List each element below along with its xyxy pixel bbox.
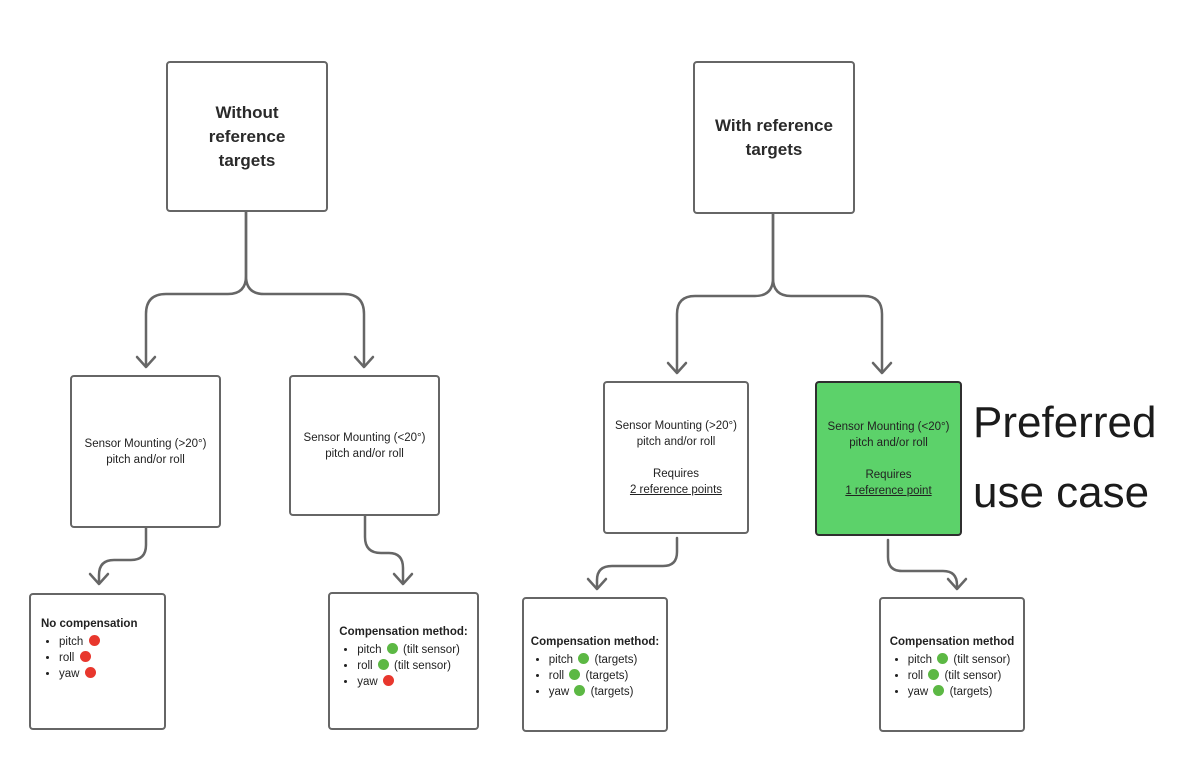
connector-right-root-to-lt20	[771, 212, 884, 374]
right-gt20-requires: Requires	[652, 467, 700, 480]
result-left-compensation-node: Compensation method: pitch (tilt sensor)…	[328, 592, 479, 730]
item-label: yaw	[59, 668, 80, 680]
item-note: (targets)	[949, 686, 993, 698]
item-note: (targets)	[585, 670, 629, 682]
result1-heading: No compensation	[41, 618, 138, 630]
connector-right-lt20-to-result	[886, 538, 959, 590]
right-root-title-line2: targets	[745, 139, 803, 159]
item-label: pitch	[59, 636, 84, 648]
arrowhead-right-result3	[586, 577, 608, 591]
green-status-dot-icon	[928, 669, 940, 680]
green-status-dot-icon	[933, 685, 945, 696]
list-item-pitch: pitch (tilt sensor)	[908, 652, 1015, 668]
list-item-pitch: pitch	[59, 634, 164, 650]
left-gt20-line2: pitch and/or roll	[106, 453, 185, 466]
green-status-dot-icon	[937, 653, 949, 664]
arrowhead-right-result4	[946, 577, 968, 591]
right-lt20-line2: pitch and/or roll	[849, 436, 928, 449]
green-status-dot-icon	[578, 653, 590, 664]
left-lt20-line2: pitch and/or roll	[325, 447, 404, 460]
left-gt20-line1: Sensor Mounting (>20°)	[84, 437, 207, 450]
result-right-targets-node: Compensation method: pitch (targets)roll…	[522, 597, 668, 732]
result3-heading: Compensation method:	[530, 636, 660, 648]
right-lt20-requires: Requires	[865, 468, 912, 481]
list-item-yaw: yaw (targets)	[549, 684, 659, 700]
result2-heading: Compensation method:	[339, 626, 468, 638]
left-root-node: Without reference targets	[166, 61, 328, 212]
item-label: roll	[907, 670, 924, 682]
right-mounting-lt20-node-preferred: Sensor Mounting (<20°) pitch and/or roll…	[815, 381, 962, 536]
annotation-line2: use case	[973, 468, 1150, 517]
list-item-roll: roll (tilt sensor)	[908, 668, 1015, 684]
item-label: yaw	[548, 686, 570, 698]
green-status-dot-icon	[569, 669, 581, 680]
result3-list: pitch (targets)roll (targets)yaw (target…	[531, 652, 659, 700]
result-right-tilt-targets-node: Compensation method pitch (tilt sensor)r…	[879, 597, 1025, 732]
item-note: (tilt sensor)	[953, 654, 1011, 666]
red-status-dot-icon	[84, 667, 96, 678]
left-mounting-gt20-node: Sensor Mounting (>20°) pitch and/or roll	[70, 375, 221, 528]
left-root-title-line2: targets	[218, 150, 276, 170]
item-label: pitch	[357, 644, 382, 656]
result-no-compensation-node: No compensation pitch roll yaw	[29, 593, 166, 730]
item-note: (targets)	[590, 686, 634, 698]
right-root-node: With reference targets	[693, 61, 855, 214]
annotation-line1: Preferred	[973, 398, 1157, 447]
item-label: yaw	[907, 686, 929, 698]
arrowhead-left-gt20	[135, 355, 157, 369]
arrowhead-right-lt20	[871, 361, 893, 375]
list-item-pitch: pitch (targets)	[549, 652, 659, 668]
connector-right-root-to-gt20	[675, 212, 775, 374]
connector-left-root-to-gt20	[144, 210, 248, 368]
item-note: (tilt sensor)	[394, 660, 451, 672]
item-label: yaw	[357, 676, 378, 688]
connector-right-gt20-to-result	[595, 536, 679, 590]
result4-heading: Compensation method	[889, 636, 1015, 648]
preferred-use-case-annotation: Preferred use case	[973, 388, 1156, 528]
result2-list: pitch (tilt sensor)roll (tilt sensor)yaw	[339, 642, 467, 690]
item-label: roll	[548, 670, 565, 682]
item-label: roll	[357, 660, 373, 672]
result4-list: pitch (tilt sensor)roll (tilt sensor)yaw…	[890, 652, 1015, 700]
list-item-pitch: pitch (tilt sensor)	[357, 642, 467, 658]
green-status-dot-icon	[574, 685, 586, 696]
connector-left-lt20-to-result	[363, 514, 405, 585]
arrowhead-right-gt20	[666, 361, 688, 375]
item-label: roll	[59, 652, 75, 664]
list-item-roll: roll	[59, 650, 164, 666]
connector-left-root-to-lt20	[244, 210, 366, 368]
right-mounting-gt20-node: Sensor Mounting (>20°) pitch and/or roll…	[603, 381, 749, 534]
connector-left-gt20-to-result	[97, 526, 148, 585]
item-label: pitch	[907, 654, 932, 666]
item-note: (tilt sensor)	[944, 670, 1002, 682]
list-item-roll: roll (tilt sensor)	[357, 658, 467, 674]
left-lt20-line1: Sensor Mounting (<20°)	[303, 431, 426, 444]
green-status-dot-icon	[386, 643, 398, 654]
green-status-dot-icon	[377, 659, 389, 670]
right-root-title-line1: With reference	[715, 115, 833, 135]
arrowhead-left-result2	[392, 572, 414, 586]
left-root-title-line1: Without reference	[208, 102, 286, 146]
right-gt20-line1: Sensor Mounting (>20°)	[615, 419, 737, 432]
result1-list: pitch roll yaw	[41, 634, 164, 682]
list-item-yaw: yaw (targets)	[908, 684, 1015, 700]
right-lt20-line1: Sensor Mounting (<20°)	[827, 420, 950, 433]
red-status-dot-icon	[79, 651, 91, 662]
list-item-roll: roll (targets)	[549, 668, 659, 684]
item-note: (tilt sensor)	[402, 644, 460, 656]
left-mounting-lt20-node: Sensor Mounting (<20°) pitch and/or roll	[289, 375, 440, 516]
arrowhead-left-lt20	[353, 355, 375, 369]
item-label: pitch	[548, 654, 574, 666]
right-lt20-reference-point: 1 reference point	[845, 484, 932, 497]
red-status-dot-icon	[382, 675, 394, 686]
right-gt20-line2: pitch and/or roll	[636, 435, 716, 448]
list-item-yaw: yaw	[357, 674, 467, 690]
red-status-dot-icon	[88, 635, 100, 646]
right-gt20-reference-points: 2 reference points	[629, 483, 723, 496]
list-item-yaw: yaw	[59, 666, 164, 682]
arrowhead-left-result1	[88, 572, 110, 586]
item-note: (targets)	[594, 654, 638, 666]
